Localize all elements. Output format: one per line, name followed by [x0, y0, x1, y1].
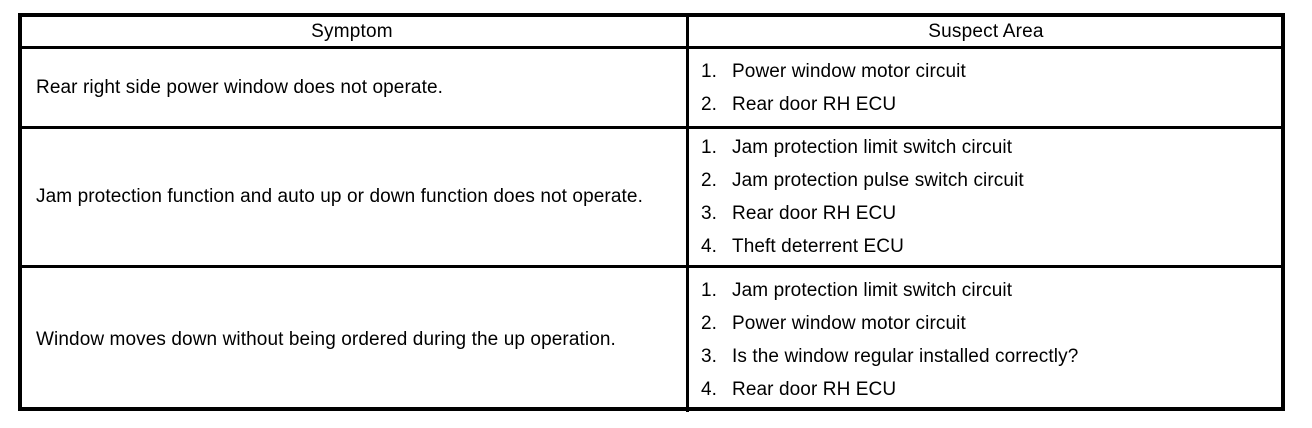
symptom-column-header: Symptom — [311, 20, 393, 42]
suspect-item: 4. Theft deterrent ECU — [701, 230, 1271, 263]
suspect-item-number: 1. — [701, 60, 718, 82]
suspect-item-number: 3. — [701, 203, 718, 224]
symptom-cell: Window moves down without being ordered … — [22, 268, 689, 412]
suspect-item-text: Jam protection pulse switch circuit — [732, 170, 1024, 191]
suspect-item: 3. Rear door RH ECU — [701, 197, 1271, 230]
suspect-item: 2. Rear door RH ECU — [701, 88, 1271, 121]
suspect-item-text: Is the window regular installed correctl… — [732, 346, 1079, 367]
symptom-suspect-table: Symptom Suspect Area Rear right side pow… — [18, 13, 1285, 412]
symptom-text: Window moves down without being ordered … — [36, 329, 616, 350]
suspect-item-text: Rear door RH ECU — [732, 203, 897, 224]
suspect-item: 2. Power window motor circuit — [701, 307, 1271, 340]
header-cell-symptom: Symptom — [22, 17, 689, 46]
symptom-cell: Jam protection function and auto up or d… — [22, 129, 689, 265]
symptom-text: Jam protection function and auto up or d… — [36, 186, 643, 207]
table-row: Window moves down without being ordered … — [22, 268, 1281, 412]
header-cell-suspect-area: Suspect Area — [689, 17, 1281, 46]
suspect-item: 1. Jam protection limit switch circuit — [701, 274, 1271, 307]
suspect-item-number: 2. — [701, 313, 718, 334]
suspect-item: 3. Is the window regular installed corre… — [701, 340, 1271, 373]
suspect-cell: 1. Jam protection limit switch circuit 2… — [689, 129, 1281, 265]
suspect-item-number: 3. — [701, 346, 718, 367]
suspect-item-text: Power window motor circuit — [732, 313, 966, 334]
suspect-cell: 1. Jam protection limit switch circuit 2… — [689, 268, 1281, 412]
suspect-item: 1. Power window motor circuit — [701, 55, 1271, 88]
symptom-cell: Rear right side power window does not op… — [22, 49, 689, 126]
table-header-row: Symptom Suspect Area — [22, 17, 1281, 49]
suspect-item-number: 1. — [701, 280, 718, 301]
table-row: Rear right side power window does not op… — [22, 49, 1281, 129]
suspect-item-text: Jam protection limit switch circuit — [732, 280, 1013, 301]
suspect-item-number: 4. — [701, 236, 718, 257]
suspect-cell: 1. Power window motor circuit 2. Rear do… — [689, 49, 1281, 126]
suspect-item-text: Rear door RH ECU — [732, 379, 897, 400]
suspect-item-number: 4. — [701, 379, 718, 400]
suspect-area-column-header: Suspect Area — [928, 20, 1044, 42]
suspect-item-text: Rear door RH ECU — [732, 93, 897, 115]
symptom-text: Rear right side power window does not op… — [36, 76, 443, 98]
suspect-item-text: Theft deterrent ECU — [732, 236, 904, 257]
suspect-item: 1. Jam protection limit switch circuit — [701, 131, 1271, 164]
table-row: Jam protection function and auto up or d… — [22, 129, 1281, 268]
suspect-item-number: 2. — [701, 170, 718, 191]
suspect-item-text: Jam protection limit switch circuit — [732, 137, 1013, 158]
suspect-item: 2. Jam protection pulse switch circuit — [701, 164, 1271, 197]
suspect-item-number: 1. — [701, 137, 718, 158]
suspect-item-number: 2. — [701, 93, 718, 115]
suspect-item-text: Power window motor circuit — [732, 60, 966, 82]
suspect-item: 4. Rear door RH ECU — [701, 373, 1271, 406]
